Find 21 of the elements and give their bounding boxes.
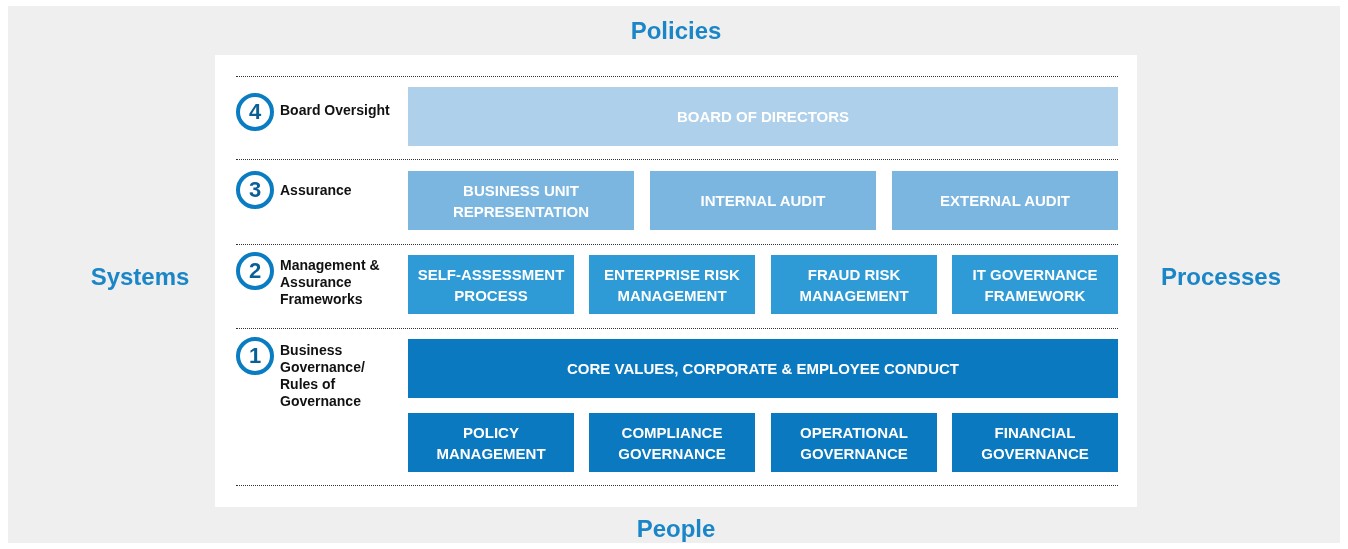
row-label: Board Oversight	[280, 102, 390, 119]
row-label: Assurance	[280, 182, 353, 199]
side-label: Processes	[1159, 263, 1283, 291]
row-label: Business Governance/ Rules of Governance	[280, 342, 366, 410]
side-label: Systems	[89, 263, 191, 291]
side-label: Policies	[629, 17, 723, 45]
block-box: FRAUD RISK MANAGEMENT	[771, 255, 937, 314]
block-box: IT GOVERNANCE FRAMEWORK	[952, 255, 1118, 314]
block-box: COMPLIANCE GOVERNANCE	[589, 413, 755, 472]
side-label: People	[635, 515, 717, 543]
block-box: OPERATIONAL GOVERNANCE	[771, 413, 937, 472]
block-box: ENTERPRISE RISK MANAGEMENT	[589, 255, 755, 314]
block-box: SELF-ASSESSMENT PROCESS	[408, 255, 574, 314]
row-label: Management & Assurance Frameworks	[280, 257, 381, 308]
block-box: BUSINESS UNIT REPRESENTATION	[408, 171, 634, 230]
block-box: CORE VALUES, CORPORATE & EMPLOYEE CONDUCT	[408, 339, 1118, 398]
block-box: POLICY MANAGEMENT	[408, 413, 574, 472]
block-box: INTERNAL AUDIT	[650, 171, 876, 230]
block-box: EXTERNAL AUDIT	[892, 171, 1118, 230]
block-box: BOARD OF DIRECTORS	[408, 87, 1118, 146]
block-box: FINANCIAL GOVERNANCE	[952, 413, 1118, 472]
